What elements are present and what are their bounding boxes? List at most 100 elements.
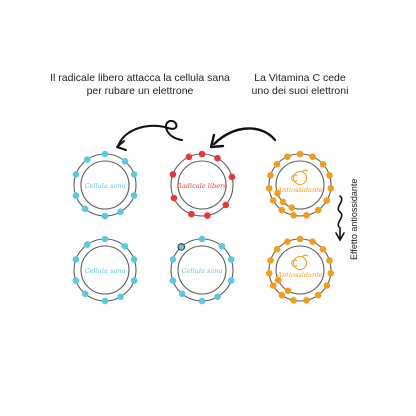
- electron: [72, 256, 80, 263]
- electron: [130, 277, 138, 284]
- arrow-radical-to-healthy: [116, 119, 183, 151]
- gained-electron: [177, 243, 186, 251]
- electron: [72, 171, 80, 178]
- electron: [130, 171, 138, 178]
- electron: [169, 171, 177, 178]
- electron: [273, 160, 281, 168]
- inner-orbit: [80, 245, 130, 295]
- electron: [227, 256, 235, 263]
- caption-free-radical-attack: Il radicale libero attacca la cellula sa…: [50, 72, 230, 97]
- electron: [227, 277, 235, 284]
- electron: [214, 293, 221, 301]
- inner-orbit: [177, 160, 227, 210]
- cell-label: Cellula sana: [181, 267, 222, 275]
- wavy-arrow-head: [335, 232, 345, 242]
- electron: [314, 291, 322, 299]
- electron: [284, 153, 291, 160]
- electron: [130, 192, 138, 199]
- arrow-antioxidant-effect: [335, 195, 345, 242]
- electron: [169, 256, 177, 263]
- electron: [327, 269, 335, 277]
- inner-orbit: [177, 245, 227, 295]
- wavy-arrow-shaft: [337, 195, 343, 239]
- electron: [296, 150, 304, 158]
- electron: [269, 282, 277, 289]
- electron: [121, 242, 129, 250]
- electron: [121, 157, 129, 165]
- electron: [130, 256, 138, 263]
- electron: [101, 212, 109, 220]
- cell-radical-top: Radicale libero: [169, 150, 236, 219]
- electron: [303, 297, 310, 304]
- electron: [218, 242, 226, 250]
- electron: [265, 184, 273, 192]
- cell-label: Antiossidante: [276, 271, 323, 279]
- squiggle-arrow-head: [116, 140, 127, 151]
- cell-antioxidant-top: Antiossidante: [265, 150, 335, 219]
- electron: [117, 293, 124, 301]
- electron: [83, 241, 91, 248]
- electron: [296, 235, 304, 243]
- electron: [319, 245, 327, 253]
- arrow-antioxidant-to-radical: [209, 127, 277, 149]
- electron: [117, 208, 124, 216]
- inner-orbit: [275, 245, 325, 295]
- electron: [72, 192, 80, 199]
- cell-label: Radicale libero: [176, 182, 228, 190]
- electron: [274, 189, 281, 197]
- electron: [188, 210, 195, 218]
- squiggle-arrow-shaft: [117, 119, 183, 147]
- electron: [198, 150, 206, 158]
- cell-healthy-bottom: Cellula sana: [72, 235, 138, 305]
- cell-label: Antiossidante: [276, 186, 323, 194]
- electron: [278, 206, 286, 214]
- electron: [265, 269, 273, 277]
- inner-orbit: [275, 160, 325, 210]
- electron: [327, 184, 335, 192]
- electron: [267, 257, 274, 264]
- cell-label: Cellula sana: [84, 267, 125, 275]
- curved-arrow-shaft: [212, 127, 277, 146]
- electron: [269, 197, 277, 204]
- electron: [309, 238, 316, 245]
- electron: [169, 277, 177, 284]
- electron: [284, 287, 292, 295]
- curved-arrow-head: [209, 133, 225, 149]
- electron: [228, 173, 236, 181]
- inner-orbit: [80, 160, 130, 210]
- electron: [314, 206, 322, 214]
- electron: [279, 198, 287, 206]
- vitamin-c-icon: [291, 169, 309, 185]
- electron: [101, 297, 109, 305]
- electron: [309, 153, 316, 160]
- electron: [274, 276, 282, 284]
- electron: [284, 238, 291, 245]
- electron: [323, 282, 331, 289]
- electron: [204, 212, 211, 219]
- electron: [178, 290, 186, 298]
- electron: [214, 154, 221, 162]
- electron: [326, 257, 333, 264]
- electron: [319, 160, 327, 168]
- side-label-antioxidant-effect: Effetto antiossidante: [349, 179, 359, 260]
- electron: [83, 156, 91, 163]
- electron: [81, 290, 89, 298]
- cell-label: Cellula sana: [84, 182, 125, 190]
- electron: [101, 150, 109, 158]
- vitamin-c-icon: [291, 254, 309, 270]
- electron: [72, 277, 80, 284]
- electron: [290, 297, 297, 304]
- electron: [198, 235, 206, 243]
- electron: [222, 201, 230, 209]
- electron: [290, 212, 297, 219]
- electron: [170, 194, 178, 202]
- electron: [267, 172, 274, 179]
- electron: [326, 172, 333, 179]
- electron: [101, 235, 109, 243]
- electron: [278, 291, 286, 299]
- cell-healthy-top: Cellula sana: [72, 150, 138, 220]
- cell-antioxidant-bottom: Antiossidante: [265, 235, 335, 304]
- electron: [323, 197, 331, 204]
